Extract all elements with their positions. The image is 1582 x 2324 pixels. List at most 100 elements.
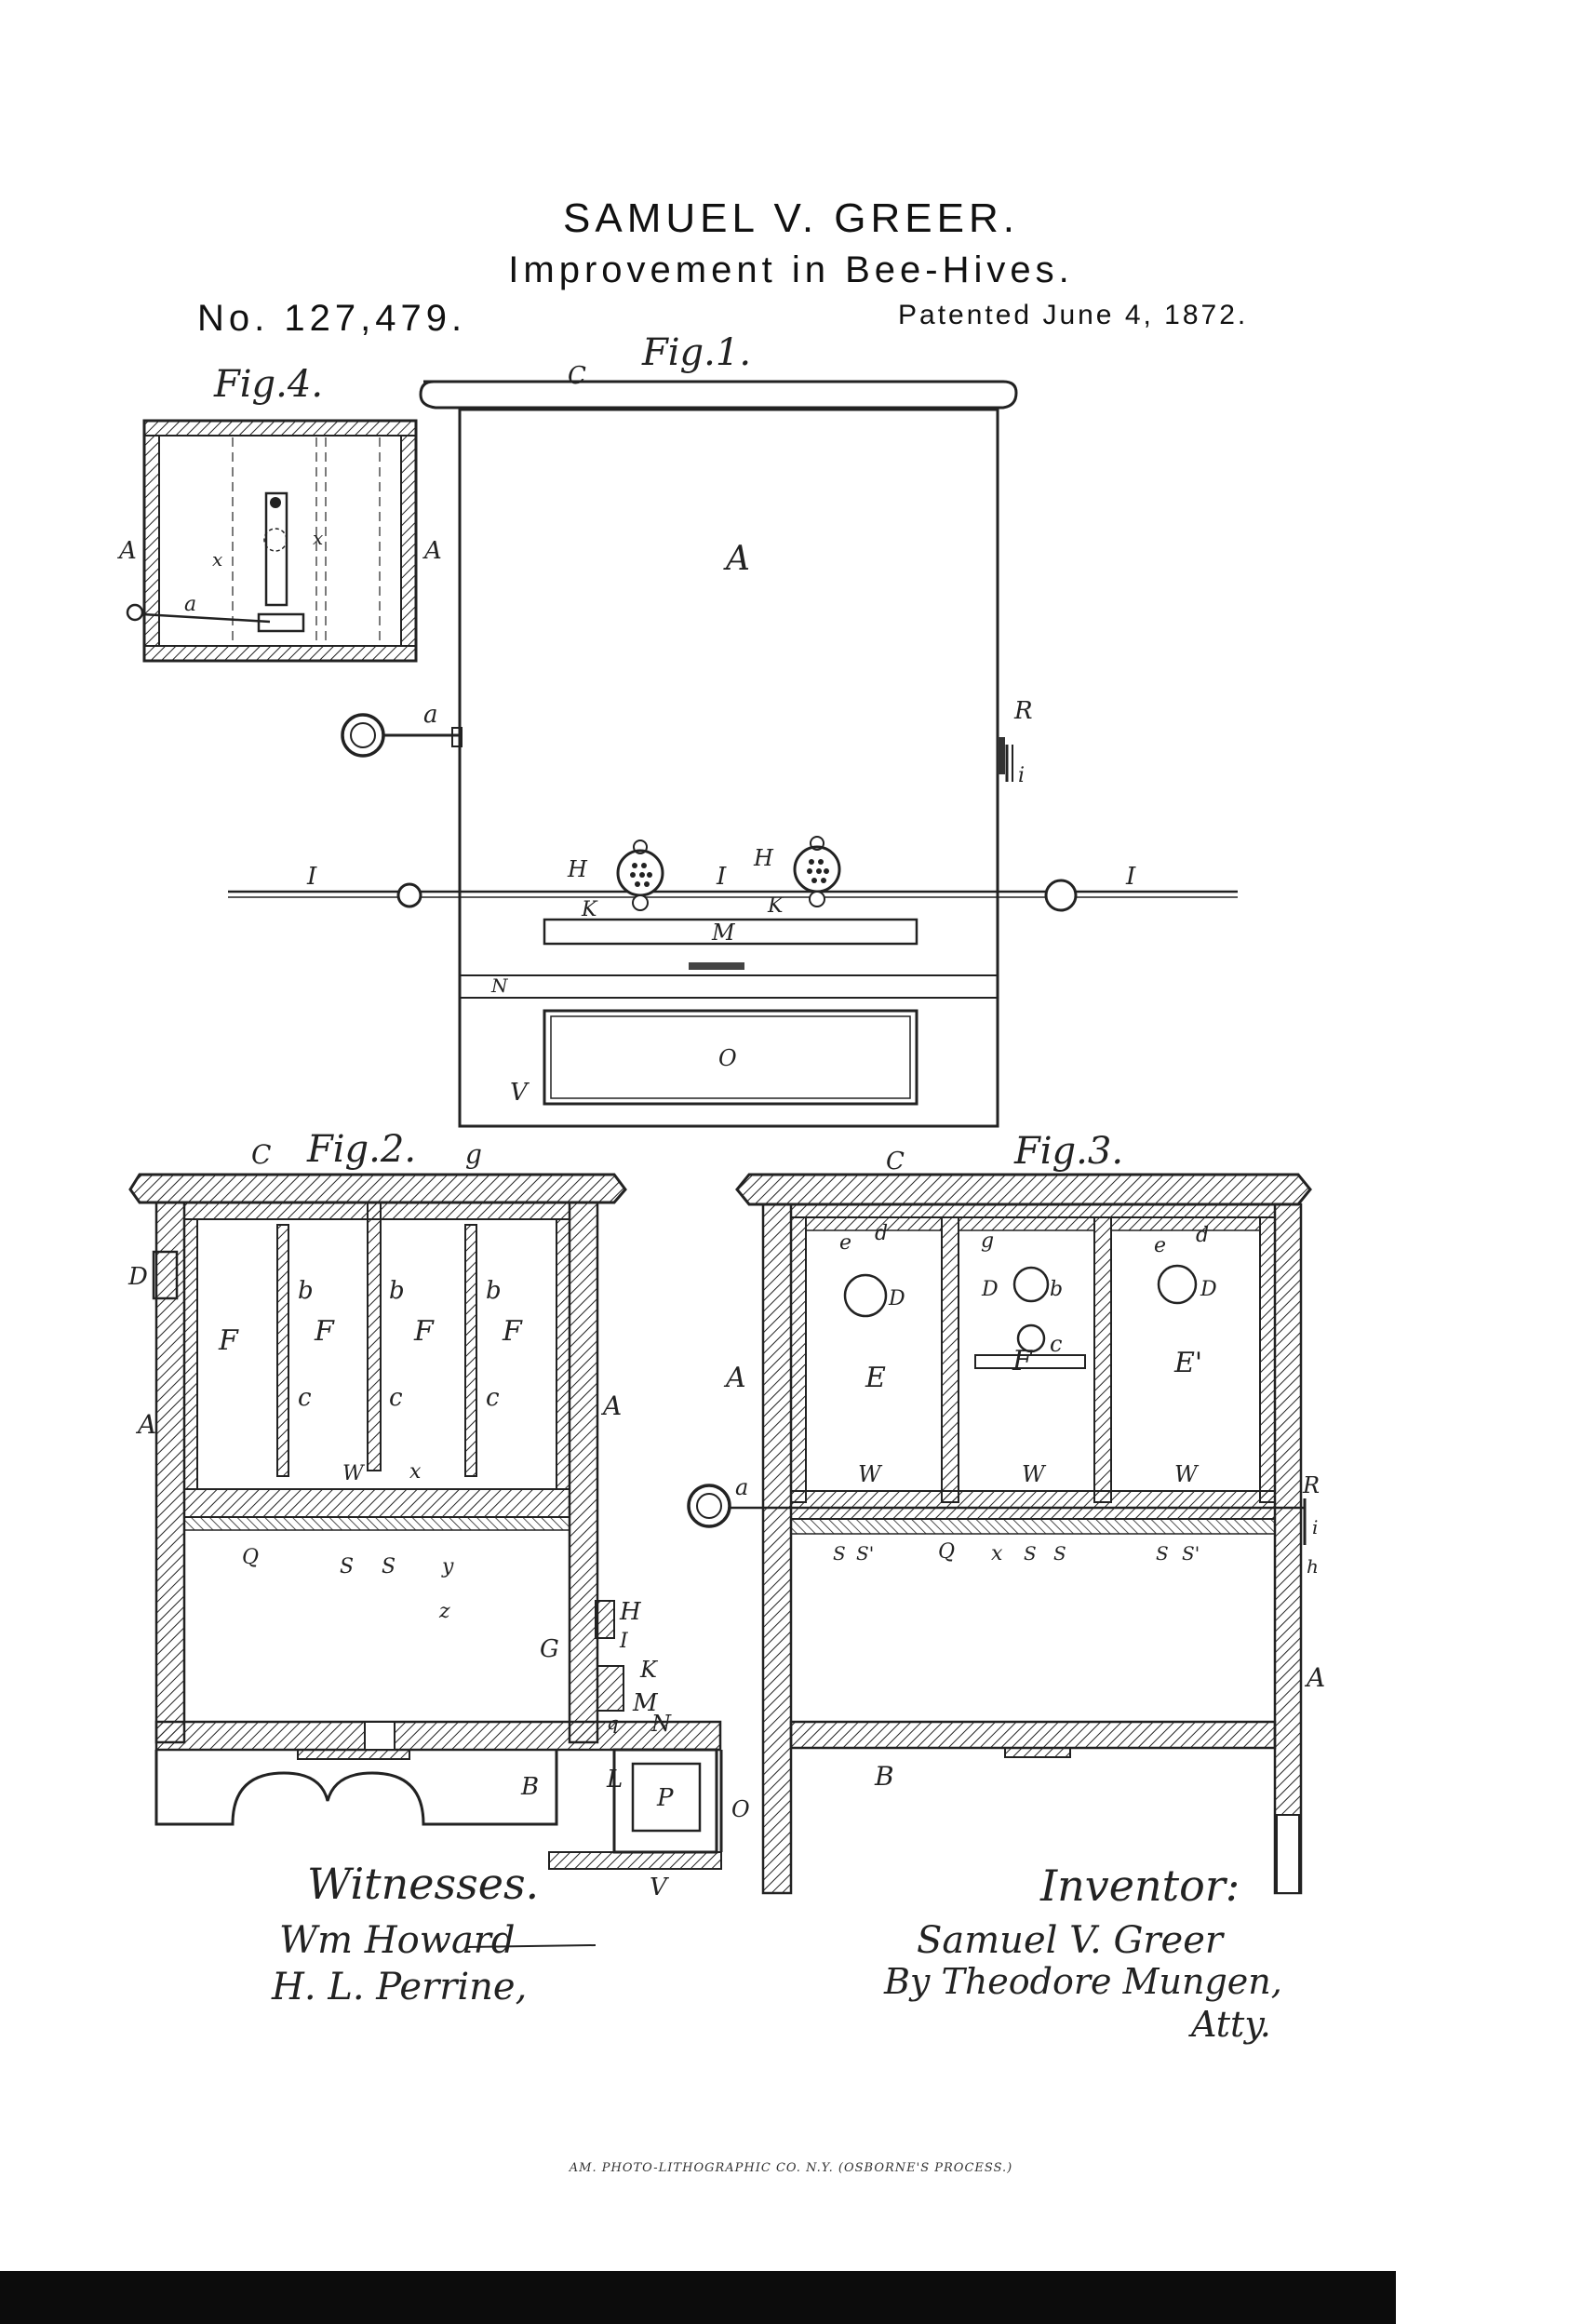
reference-label: Q [242,1546,259,1569]
perforated-disc-h-right [793,836,841,907]
reference-label: A [1304,1662,1325,1693]
reference-label: A [117,537,137,565]
reference-label: C [568,362,586,390]
patent-title: Improvement in Bee-Hives. [508,249,1074,290]
witnesses-block: Witnesses. Wm Howard H. L. Perrine, [271,1859,597,2008]
reference-label: a [735,1474,748,1500]
attorney-signature: By Theodore Mungen, [883,1961,1282,2002]
figure-3-caption: Fig.3. [1013,1130,1123,1173]
reference-label: K [639,1657,659,1683]
reference-label: W [1174,1461,1200,1487]
reference-label: x [991,1542,1003,1565]
reference-label: E [865,1362,886,1394]
reference-label: R [1302,1472,1320,1498]
reference-label: M [632,1689,659,1717]
inventor-signature: Samuel V. Greer [917,1919,1226,1962]
reference-label: S' [1182,1542,1200,1565]
reference-label: D [1200,1278,1217,1301]
inventor-heading: Inventor: [1039,1861,1240,1911]
reference-label: K [581,898,598,921]
drawer-o [543,1009,918,1106]
reference-label: b [486,1277,502,1305]
scan-edge-band [0,2271,1396,2324]
reference-label: S [833,1542,846,1565]
reference-label: F [314,1315,335,1348]
reference-label: L [606,1766,623,1793]
reference-label: S [340,1555,354,1578]
reference-label: A [422,537,442,565]
patent-date: Patented June 4, 1872. [898,300,1249,330]
reference-label: e [1154,1234,1166,1257]
attorney-suffix: Atty. [1188,2004,1271,2045]
reference-label: V [650,1874,669,1901]
reference-label: I [1125,863,1136,891]
reference-label: H [567,856,588,882]
witnesses-heading: Witnesses. [307,1859,539,1909]
reference-label: H [619,1598,642,1626]
reference-label: y [441,1555,454,1578]
reference-label: F [502,1315,523,1348]
reference-label: c [1050,1331,1062,1357]
reference-label: x [313,527,323,549]
reference-label: e [839,1231,851,1255]
reference-label: R [1013,697,1033,725]
reference-label: c [298,1384,312,1412]
reference-label: a [423,701,438,729]
perforated-disc-h-left [616,840,664,911]
reference-label: I [716,863,727,891]
reference-label: g [465,1139,482,1170]
witness-2-signature: H. L. Perrine, [271,1966,527,2008]
patent-number: No. 127,479. [197,298,467,339]
figure-4: Fig.4. A A a x x [117,363,442,663]
reference-label: g [981,1229,994,1253]
reference-label: Q [938,1540,955,1564]
reference-label: i [1018,764,1025,787]
reference-label: x [212,548,222,571]
reference-label: W [342,1462,366,1485]
reference-label: S [1156,1542,1169,1565]
reference-label: c [389,1384,403,1412]
reference-label: D [888,1287,905,1310]
inventor-block: Inventor: Samuel V. Greer By Theodore Mu… [883,1861,1282,2045]
figure-4-caption: Fig.4. [213,363,323,406]
reference-label: V [510,1079,530,1107]
reference-label: b [1050,1278,1063,1301]
reference-label: b [298,1277,314,1305]
reference-label: S' [856,1542,874,1565]
reference-label: I [619,1630,629,1653]
reference-label: h [1307,1555,1319,1578]
figure-2-caption: Fig.2. [306,1128,416,1171]
reference-label: i [1312,1516,1318,1538]
lithographer-credit: AM. PHOTO-LITHOGRAPHIC CO. N.Y. (OSBORNE… [569,2161,1013,2175]
reference-label: F [218,1324,239,1357]
reference-label: S [1053,1542,1066,1565]
reference-label: N [490,974,509,997]
reference-label: A [723,540,750,578]
reference-label: S [382,1555,396,1578]
figure-3: Fig.3. C e d g e d D D b D A [687,1130,1325,1895]
reference-label: K [767,894,784,918]
reference-label: A [600,1390,622,1421]
reference-label: q [607,1712,619,1734]
reference-label: c [486,1384,500,1412]
reference-label: O [718,1045,737,1071]
reference-label: x [409,1460,422,1484]
reference-label: I [306,863,317,891]
pull-ring-a [341,713,385,758]
figure-1-caption: Fig.1. [641,331,751,374]
reference-label: N [650,1711,672,1737]
reference-label: F [413,1315,435,1348]
reference-label: B [874,1761,894,1792]
figure-2: Fig.2. C g D F F F F b b b c c c A [127,1128,750,1901]
figure-1: Fig.1. [228,331,1238,1128]
reference-label: E' [1173,1347,1202,1379]
reference-label: G [540,1635,559,1663]
reference-label: C [886,1148,905,1175]
reference-label: F [1012,1345,1033,1377]
hive-cover-c [419,380,1018,410]
reference-label: d [1196,1224,1209,1247]
slide-m [543,918,918,946]
reference-label: H [753,845,774,871]
reference-label: a [184,593,196,616]
